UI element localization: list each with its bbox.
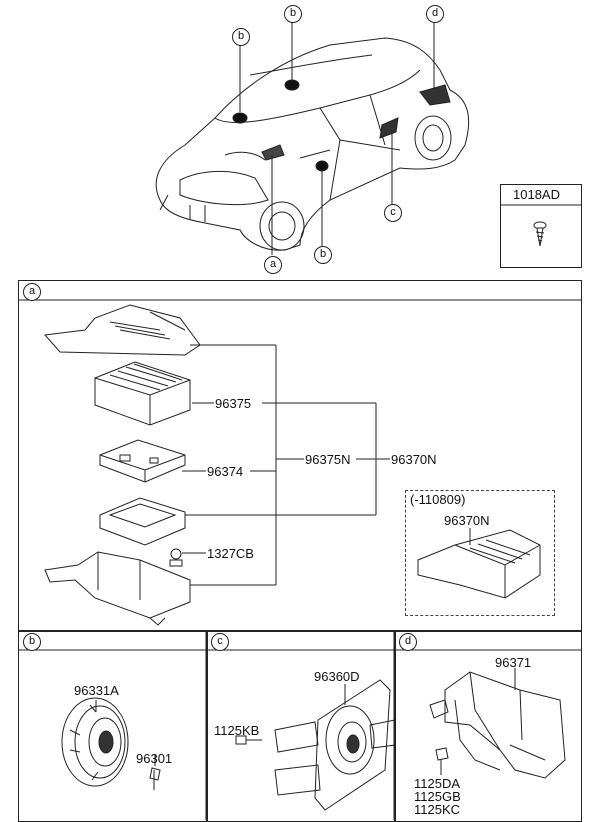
inset-date-range: (-110809) <box>410 492 466 507</box>
callout-b-door-speaker: b <box>314 246 332 264</box>
part-96374: 96374 <box>207 464 244 479</box>
car-illustration <box>155 22 470 255</box>
screw-part-number: 1018AD <box>513 187 560 202</box>
section-b-label: b <box>23 633 41 651</box>
part-96375n: 96375N <box>305 452 351 467</box>
part-96331a: 96331A <box>74 683 119 698</box>
callout-d: d <box>426 5 444 23</box>
superseded-part-inset <box>405 490 555 616</box>
part-96301: 96301 <box>136 751 173 766</box>
part-96371: 96371 <box>495 655 532 670</box>
screw-icon <box>533 221 547 247</box>
part-1125da: 1125DA <box>414 776 461 791</box>
part-96370n: 96370N <box>391 452 437 467</box>
section-a-frame <box>18 280 582 632</box>
section-a-label: a <box>23 283 41 301</box>
part-1125kb: 1125KB <box>214 723 260 738</box>
callout-b-roof-speaker: b <box>284 5 302 23</box>
part-1327cb: 1327CB <box>207 546 254 561</box>
callout-b-rear-speaker: b <box>232 28 250 46</box>
speaker-96360d-drawing <box>274 679 396 811</box>
section-b-frame <box>18 630 208 822</box>
callout-a: a <box>264 256 282 274</box>
speaker-96331a-drawing <box>61 697 129 787</box>
assembly-96371-drawing <box>429 671 566 779</box>
section-d-label: d <box>399 633 417 651</box>
part-1125gb: 1125GB <box>414 789 461 804</box>
section-c-label: c <box>211 633 229 651</box>
inset-part-96370n: 96370N <box>444 513 490 528</box>
part-96375: 96375 <box>215 396 252 411</box>
screw-part-box <box>500 184 582 268</box>
callout-c: c <box>384 204 402 222</box>
part-96360d: 96360D <box>314 669 360 684</box>
part-1125kc: 1125KC <box>414 802 461 817</box>
